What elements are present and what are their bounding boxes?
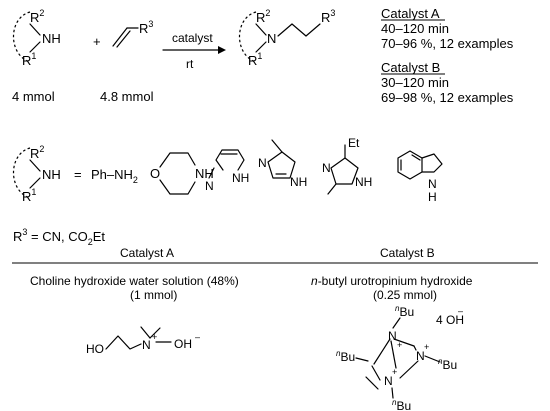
- catalyst-b-time: 30–120 min: [381, 75, 449, 90]
- urotropinium-structure: nBu 4 OH – N + nBu N + nBu N + nBu: [336, 304, 464, 411]
- catalyst-a-time: 40–120 min: [381, 21, 449, 36]
- product-r3-label: R3: [321, 8, 335, 25]
- aniline-label: Ph–NH2: [91, 167, 138, 185]
- equals-sign: =: [74, 167, 82, 182]
- catalyst-b-title: Catalyst B: [381, 60, 440, 75]
- scope-r2-label: R2: [30, 144, 44, 161]
- alkene-r3-label: R3: [139, 19, 153, 36]
- imidazole-structure: N NH: [205, 149, 249, 193]
- catalyst-a-title: Catalyst A: [381, 6, 440, 21]
- imidazole-n-label: N: [205, 179, 214, 193]
- catalyst-b-amount: (0.25 mmol): [373, 288, 437, 302]
- starting-amine: R2 NH R1: [12, 8, 61, 68]
- choline-oh-minus: –: [195, 332, 200, 342]
- product-r1-label: R1: [248, 51, 262, 68]
- choline-ho-label: HO: [86, 342, 104, 356]
- amine-nh-label: NH: [42, 31, 61, 46]
- catalyst-b-yield: 69–98 %, 12 examples: [381, 90, 514, 105]
- uro-n-right: N: [416, 349, 425, 363]
- r3-definition: R3 = CN, CO2Et: [13, 227, 105, 247]
- reaction-arrow: catalyst rt: [162, 31, 226, 71]
- methylimidazole-n-label: N: [258, 156, 267, 170]
- morpholine-o-label: O: [150, 166, 160, 181]
- imidazole-nh-label: NH: [232, 171, 249, 185]
- product-structure: R2 N R1 R3: [238, 8, 335, 68]
- amine-amount: 4 mmol: [12, 89, 55, 104]
- uro-plus-right: +: [424, 342, 429, 352]
- ethylmethylimidazole-et-label: Et: [348, 136, 360, 150]
- arrow-catalyst-label: catalyst: [172, 31, 213, 45]
- product-n-label: N: [267, 31, 276, 46]
- indole-n-label: N: [428, 177, 437, 191]
- arrow-rt-label: rt: [186, 57, 194, 71]
- uro-plus-top: +: [397, 340, 402, 350]
- uro-bu-bottom: nBu: [392, 398, 411, 411]
- generic-amine-lhs: R2 NH R1: [12, 144, 61, 204]
- uro-bu-top: nBu: [395, 304, 414, 319]
- uro-counterion-minus: –: [458, 306, 463, 316]
- scope-nh-label: NH: [42, 167, 61, 182]
- scope-r1-label: R1: [22, 187, 36, 204]
- catalyst-a-name: Choline hydroxide water solution (48%): [30, 274, 239, 288]
- uro-bu-right: nBu: [438, 357, 457, 372]
- uro-n-top: N: [388, 329, 397, 343]
- ethylmethylimidazole-structure: Et N NH: [322, 136, 372, 195]
- table-header-catalyst-a: Catalyst A: [120, 246, 174, 260]
- acrylic-alkene: R3: [112, 19, 153, 48]
- amine-r1-label: R1: [22, 51, 36, 68]
- uro-counterion: 4 OH: [436, 313, 464, 327]
- alkene-amount: 4.8 mmol: [100, 89, 154, 104]
- catalyst-a-summary: Catalyst A 40–120 min 70–96 %, 12 exampl…: [381, 6, 514, 51]
- methylimidazole-structure: N NH: [258, 139, 307, 189]
- indole-structure: N H: [397, 150, 443, 204]
- choline-plus: +: [152, 332, 157, 342]
- uro-n-bottom: N: [384, 374, 393, 388]
- catalyst-b-name: n-butyl urotropinium hydroxide: [311, 274, 473, 288]
- plus-sign: +: [93, 34, 101, 49]
- uro-plus-bottom: +: [392, 367, 397, 377]
- amine-r2-label: R2: [30, 8, 44, 25]
- choline-n-label: N: [142, 338, 151, 352]
- catalyst-b-summary: Catalyst B 30–120 min 69–98 %, 12 exampl…: [381, 60, 514, 105]
- ethylmethylimidazole-n-label: N: [322, 161, 331, 175]
- indole-h-label: H: [428, 190, 437, 204]
- product-r2-label: R2: [256, 8, 270, 25]
- catalyst-a-yield: 70–96 %, 12 examples: [381, 36, 514, 51]
- catalyst-a-amount: (1 mmol): [130, 288, 177, 302]
- ethylmethylimidazole-nh-label: NH: [355, 175, 372, 189]
- table-header-catalyst-b: Catalyst B: [380, 246, 435, 260]
- choline-hydroxide-structure: HO N + OH –: [86, 326, 200, 356]
- choline-oh-label: OH: [174, 337, 192, 351]
- uro-bu-left: nBu: [336, 349, 355, 364]
- methylimidazole-nh-label: NH: [290, 175, 307, 189]
